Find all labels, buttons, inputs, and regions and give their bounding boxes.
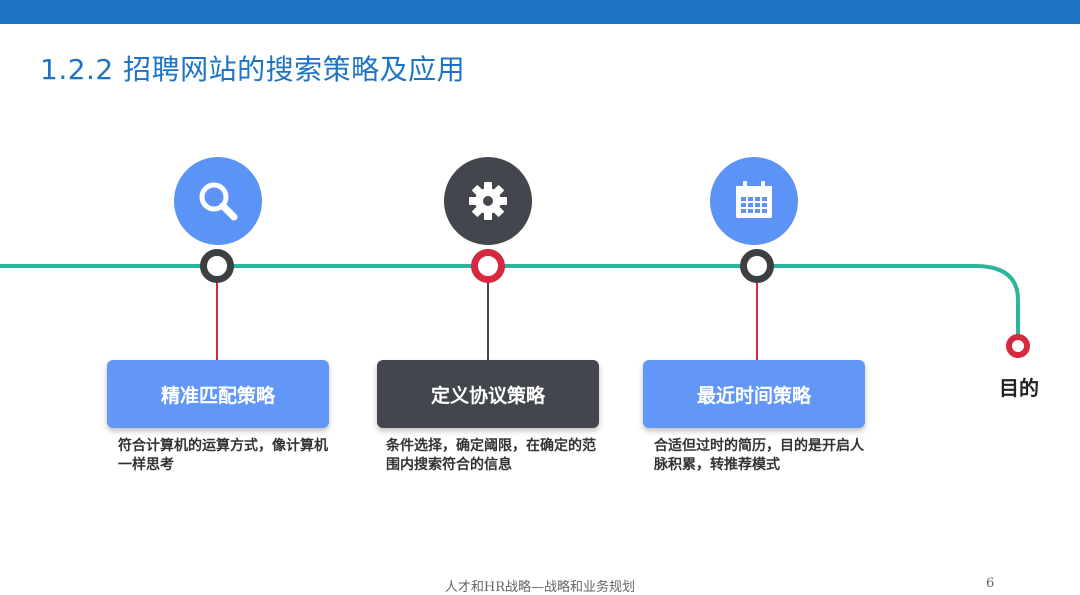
top-banner-bar	[0, 0, 1080, 24]
timeline-node-3	[740, 249, 774, 283]
footer-text: 人才和HR战略—战略和业务规划	[444, 580, 636, 595]
page-number: 6	[986, 576, 995, 591]
gear-icon	[444, 157, 532, 245]
strategy-card-1: 精准匹配策略	[107, 360, 329, 428]
calendar-icon	[710, 157, 798, 245]
goal-node	[1006, 334, 1030, 358]
search-icon	[174, 157, 262, 245]
timeline-node-1	[200, 249, 234, 283]
slide-title: 1.2.2 招聘网站的搜索策略及应用	[40, 53, 466, 86]
strategy-label: 定义协议策略	[430, 384, 545, 407]
strategy-card-2: 定义协议策略	[377, 360, 599, 428]
timeline-node-2	[471, 249, 505, 283]
strategy-description-1: 符合计算机的运算方式，像计算机一样思考	[118, 438, 328, 473]
strategy-description-2: 条件选择，确定阈限，在确定的范围内搜索符合的信息	[386, 438, 596, 473]
strategy-label: 最近时间策略	[696, 384, 811, 407]
goal-label: 目的	[999, 376, 1039, 400]
timeline-main-line	[0, 264, 1020, 335]
strategy-label: 精准匹配策略	[160, 384, 275, 407]
strategy-description-3: 合适但过时的简历，目的是开启人脉积累，转推荐模式	[654, 438, 864, 473]
strategy-card-3: 最近时间策略	[643, 360, 865, 428]
